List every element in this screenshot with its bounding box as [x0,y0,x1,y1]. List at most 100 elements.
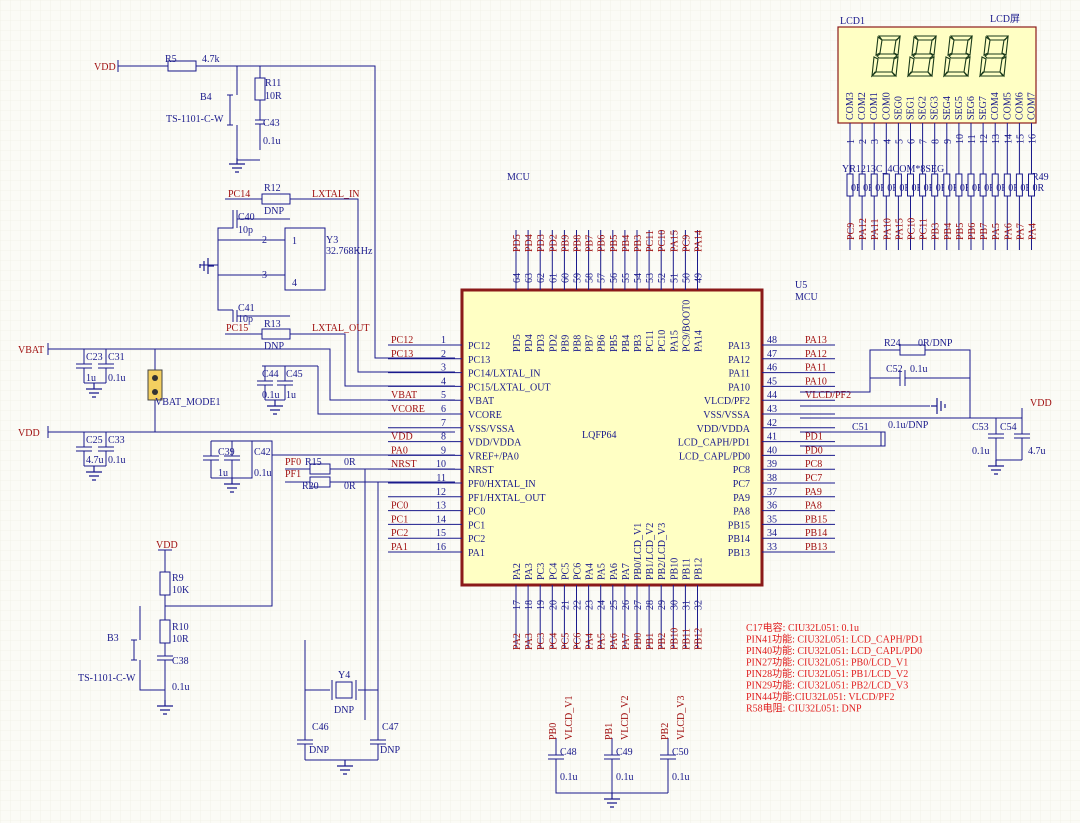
lcd-pin-name: SEG2 [918,96,929,120]
lcd-net-label: PC9 [846,223,857,240]
mcu-pin-name: PB7 [585,335,596,352]
mcu-net-label: PA1 [391,542,408,553]
mcu-pin-number: 9 [441,445,446,456]
mcu-net-label: PD4 [524,234,535,252]
lcd-series-resistor [1003,173,1011,197]
mcu-pin-name: PC12 [468,341,490,352]
c54-label: C54 [1000,422,1017,433]
lcd-segment [1001,35,1009,56]
pc14-net: PC14 [228,189,250,200]
mcu-pin-name: PC10 [657,330,668,352]
mcu-pin-number: 44 [767,390,777,401]
c23-label: C23 [86,352,103,363]
mcu-net-label: PD5 [512,234,523,252]
lcd-net-label: PB7 [979,223,990,240]
mcu-net-label: PB11 [681,628,692,650]
mcu-net-label: PB7 [585,235,596,252]
lcd-net-label: PA6 [1003,223,1014,240]
mcu-pin-number: 1 [441,335,446,346]
lxtal-out-net: LXTAL_OUT [312,323,370,334]
mcu-net-label: PA8 [805,501,822,512]
mcu-net-label: PA12 [805,349,827,360]
mcu-pin-number: 6 [441,404,446,415]
r10-value: 10R [172,634,189,645]
mcu-net-label: PA2 [512,633,523,650]
mcu-pin-number: 38 [767,473,777,484]
mcu-pin-name: PA12 [728,355,750,366]
r15-value: 0R [344,457,356,468]
mcu-net-label: PA5 [597,633,608,650]
mcu-pin-name: PC13 [468,355,490,366]
c50-value: 0.1u [672,772,690,783]
lcd-segment [965,35,973,56]
vbat-net-label: VBAT [18,345,44,356]
lcd-resistor-value: 0R [1033,183,1045,194]
mcu-pin-name: PC4 [548,563,559,580]
mcu-pin-number: 30 [669,600,680,610]
lcd-pin-number: 2 [858,139,869,144]
mcu-pin-name: PB4 [621,335,632,352]
mcu-net-label: PC9 [681,235,692,252]
lcd-pin-number: 4 [882,139,893,144]
vlcd-v1-net: VLCD_V1 [564,696,575,740]
lcd-segment [943,56,951,78]
lcd-pin-name: COM1 [869,92,880,120]
mcu-pin-name: PA7 [621,563,632,580]
mcu-pin-name: PB1/LCD_V2 [645,523,656,580]
vdd-net-label: VDD [94,62,116,73]
mcu-pin-name: VSS/VSSA [703,410,750,421]
lcd-segment [871,56,879,78]
vbat-filter [47,343,455,467]
mcu-pin-number: 4 [441,376,446,387]
c46-label: C46 [312,722,329,733]
c47-label: C47 [382,722,399,733]
mcu-pin-number: 14 [436,514,446,525]
c50-label: C50 [672,747,689,758]
lcd-net-label: PC10 [907,218,918,240]
mcu-pin-number: 42 [767,418,777,429]
mcu-body [460,288,764,587]
lcd-net-label: PB5 [955,223,966,240]
lcd-series-resistor [919,173,927,197]
lcd-title: LCD屏 [990,13,1020,25]
lxtal-circuit [200,193,455,387]
c40-value: 10p [238,225,253,236]
mcu-pin-number: 16 [436,542,446,553]
mcu-net-label: PC7 [805,473,822,484]
mcu-pin-name: NRST [468,465,494,476]
mcu-pin-number: 53 [645,273,656,283]
c39-label: C39 [218,447,235,458]
mcu-pin-number: 61 [548,273,559,283]
lcd-series-resistor [979,173,987,197]
mcu-pin-name: PD5 [512,334,523,352]
mcu-pin-name: PD4 [524,334,535,352]
c38-label: C38 [172,656,189,667]
lcd-resistor-value: 0R [984,183,996,194]
r13-label: R13 [264,319,281,330]
lcd-segment [983,35,991,56]
mcu-net-label: PC12 [391,335,413,346]
mcu-pin-number: 46 [767,363,777,374]
vlcd-circuit [800,344,1030,461]
c43-value: 0.1u [263,136,281,147]
vlcd-v3-net: VLCD_V3 [676,696,687,740]
y4-label: Y4 [338,670,350,681]
note-line: PIN41功能: CIU32L051: LCD_CAPH/PD1 [746,633,923,646]
y3-pin2: 2 [262,235,267,246]
c42-value: 0.1u [254,468,272,479]
c45-value: 1u [286,390,296,401]
mcu-pin-number: 55 [621,273,632,283]
r15-label: R15 [305,457,322,468]
mcu-net-label: NRST [391,459,417,470]
mcu-pin-number: 63 [524,273,535,283]
mcu-pin-number: 24 [597,600,608,610]
c33-label: C33 [108,435,125,446]
mcu-pin-name: PB12 [694,558,705,580]
mcu-net-label: PC11 [645,230,656,252]
y3-value: 32.768KHz [326,246,373,257]
lcd-pin-name: COM2 [857,92,868,120]
mcu-net-label: PC8 [805,459,822,470]
mcu-pin-name: LCD_CAPL/PD0 [679,451,750,462]
mcu-pins: 1PC12PC122PC13PC133PC14/LXTAL_IN4PC15/LX… [388,230,851,650]
r11-value: 10R [265,91,282,102]
